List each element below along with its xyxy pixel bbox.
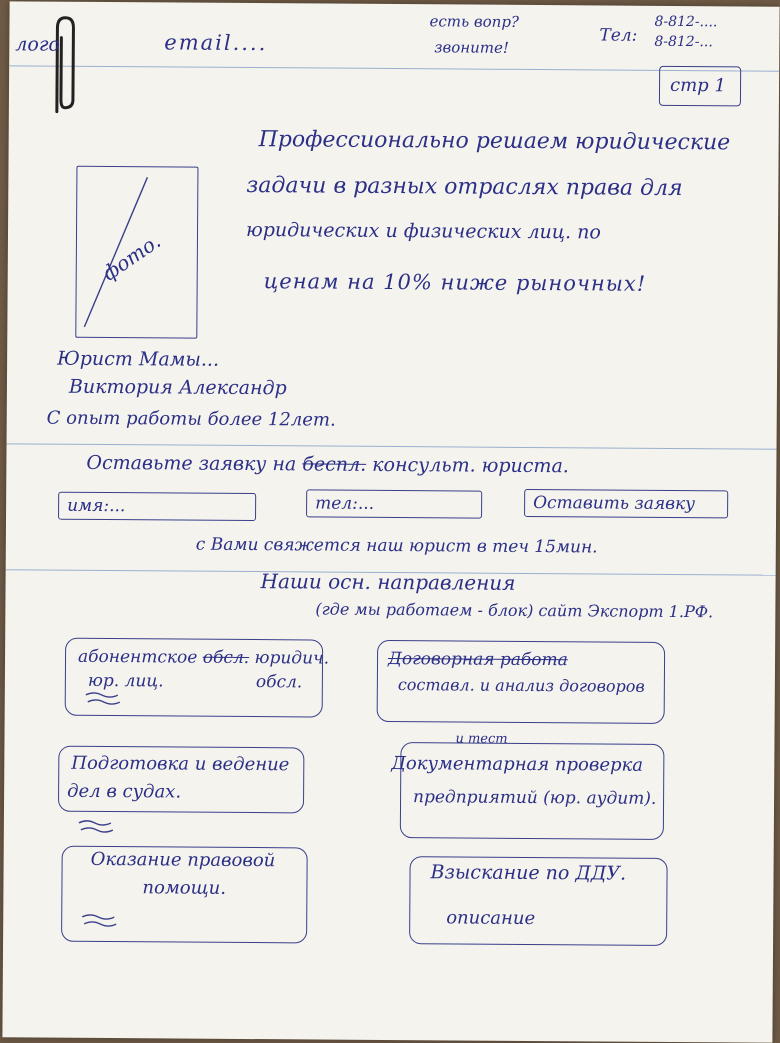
services-title: Наши осн. направления bbox=[260, 569, 516, 595]
service-line: описание bbox=[446, 907, 536, 930]
header-email[interactable]: email.... bbox=[164, 30, 268, 56]
phone-number-2[interactable]: 8-812-... bbox=[654, 33, 713, 51]
service-text: юридич. bbox=[254, 648, 330, 669]
logo[interactable]: лого bbox=[15, 33, 60, 56]
scribble-icon bbox=[78, 820, 114, 833]
submit-request-button[interactable]: Оставить заявку bbox=[524, 488, 729, 519]
service-line: обсл. bbox=[255, 672, 303, 693]
service-card-court[interactable]: Подготовка и ведение дел в судах. bbox=[57, 745, 305, 833]
photo-placeholder: фото. bbox=[75, 165, 199, 339]
call-question: есть вопр? bbox=[429, 12, 520, 31]
services-subtitle: (где мы работаем - блок) сайт Экспорт 1.… bbox=[315, 599, 714, 622]
service-text: абонентское bbox=[77, 646, 198, 668]
service-card-legal-aid[interactable]: Оказание правовой помощи. bbox=[61, 845, 308, 944]
service-line: Подготовка и ведение bbox=[71, 752, 290, 776]
service-line: Оказание правовой bbox=[90, 848, 276, 872]
page-label: стр 1 bbox=[669, 74, 726, 97]
service-line: Документарная проверка bbox=[391, 753, 644, 776]
phone-label: Тел: bbox=[599, 25, 638, 46]
form-title-strike: беспл. bbox=[302, 453, 367, 476]
service-line: помощи. bbox=[142, 877, 227, 899]
service-line: Взыскание по ДДУ. bbox=[430, 861, 627, 885]
page-label-box: стр 1 bbox=[658, 65, 742, 107]
service-card-ddu[interactable]: Взыскание по ДДУ. описание bbox=[409, 856, 668, 946]
paperclip-icon bbox=[55, 16, 75, 114]
service-line: абонентское обсл. юридич. bbox=[78, 647, 329, 669]
lawyer-name-1: Юрист Мамы... bbox=[57, 347, 220, 371]
service-line: составл. и анализ договоров bbox=[397, 675, 645, 696]
form-title-post: консульт. юриста. bbox=[372, 453, 569, 478]
service-text-strike: обсл. bbox=[202, 647, 250, 669]
service-card-contracts[interactable]: Договорная работа составл. и анализ дого… bbox=[376, 639, 666, 724]
photo-diagonal bbox=[83, 177, 149, 328]
scribble-icon bbox=[81, 914, 117, 927]
service-annotation: и тест bbox=[455, 731, 508, 747]
scribble-icon bbox=[85, 692, 121, 705]
form-title-pre: Оставьте заявку на bbox=[86, 451, 297, 476]
lawyer-experience: С опыт работы более 12лет. bbox=[46, 407, 336, 431]
lawyer-name-2: Виктория Александр bbox=[68, 375, 287, 400]
service-line: юр. лиц. bbox=[87, 670, 164, 692]
hero-line-1: Профессионально решаем юридические bbox=[258, 127, 731, 156]
form-title: Оставьте заявку на беспл. консульт. юрис… bbox=[86, 452, 569, 477]
service-line: предприятий (юр. аудит). bbox=[413, 787, 657, 809]
service-line-strike: Договорная работа bbox=[387, 648, 568, 671]
form-note: с Вами свяжется наш юрист в теч 15мин. bbox=[195, 534, 598, 558]
hero-line-4: ценам на 10% ниже рыночных! bbox=[263, 269, 647, 296]
name-input[interactable]: имя:... bbox=[58, 491, 257, 522]
service-line: дел в судах. bbox=[67, 780, 182, 803]
call-prompt: звоните! bbox=[434, 38, 510, 57]
service-card-subscription[interactable]: абонентское обсл. юридич. юр. лиц. обсл. bbox=[64, 637, 329, 718]
hero-line-3: юридических и физических лиц. по bbox=[245, 218, 601, 244]
service-card-audit[interactable]: и тест Документарная проверка предприяти… bbox=[391, 731, 665, 840]
hero-line-2: задачи в разных отраслях права для bbox=[246, 172, 683, 202]
phone-input[interactable]: тел:... bbox=[306, 489, 483, 519]
phone-number-1[interactable]: 8-812-.... bbox=[654, 13, 718, 31]
ruled-line bbox=[6, 443, 777, 450]
